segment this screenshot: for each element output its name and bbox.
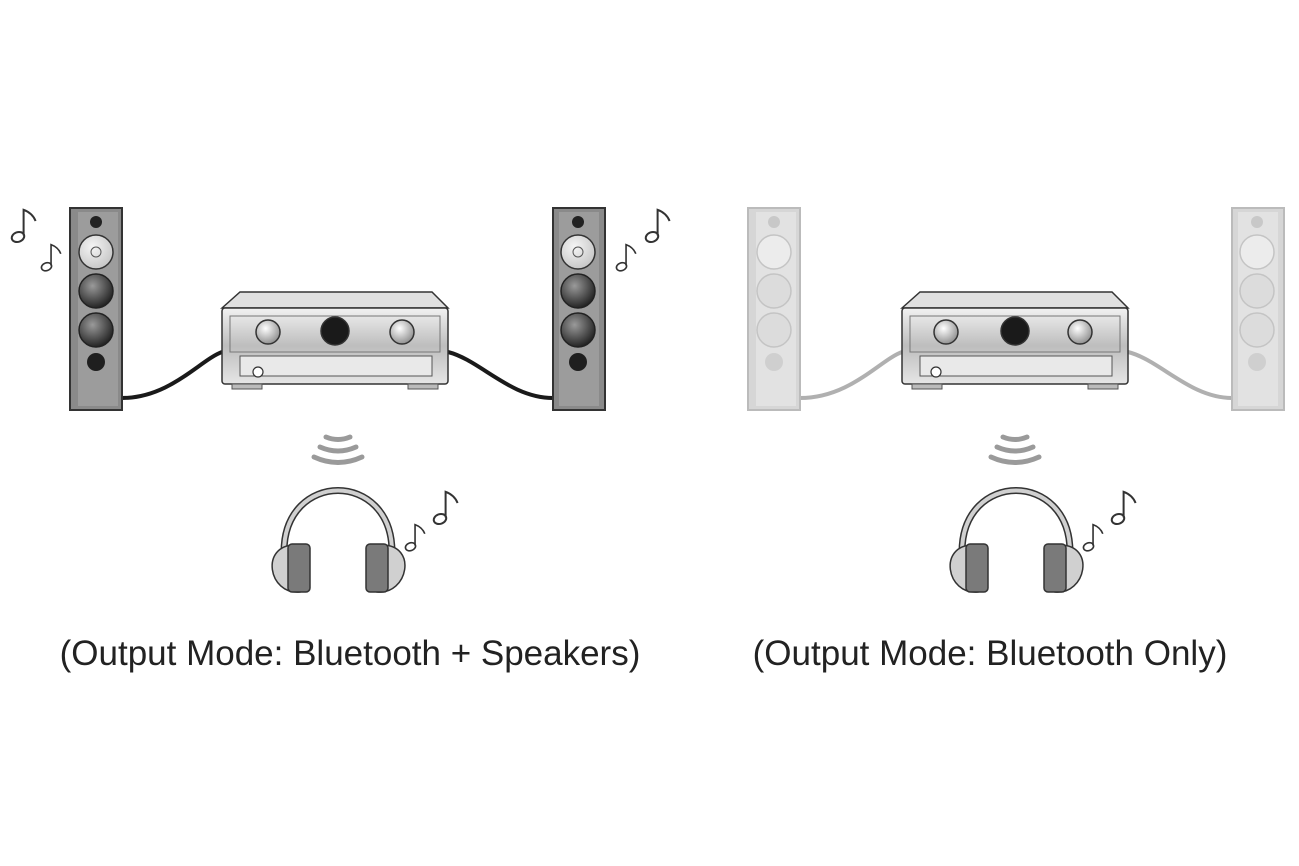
speaker-cable-left — [121, 350, 223, 400]
wireless-signal-icon — [988, 434, 1042, 465]
speaker-cable-right — [1127, 350, 1233, 400]
caption-bluetooth-only: (Output Mode: Bluetooth Only) — [752, 634, 1228, 673]
av-receiver — [220, 291, 450, 390]
caption-bluetooth-plus-speakers: (Output Mode: Bluetooth + Speakers) — [59, 634, 641, 673]
tower-speaker-left — [747, 207, 801, 411]
music-note-icon — [404, 523, 426, 554]
music-note-icon — [10, 208, 37, 245]
music-note-icon — [40, 243, 62, 274]
tower-speaker-right — [552, 207, 606, 411]
headphones-icon — [949, 487, 1084, 593]
av-receiver — [900, 291, 1130, 390]
speaker-cable-right — [447, 350, 554, 400]
wireless-signal-icon — [311, 434, 365, 465]
music-note-icon — [644, 208, 671, 245]
music-note-icon — [1082, 523, 1104, 554]
tower-speaker-right — [1231, 207, 1285, 411]
music-note-icon — [432, 490, 459, 527]
tower-speaker-left — [69, 207, 123, 411]
panel-bluetooth-plus-speakers — [10, 207, 671, 593]
panel-bluetooth-only — [747, 207, 1285, 593]
headphones-icon — [271, 487, 406, 593]
music-note-icon — [1110, 490, 1137, 527]
music-note-icon — [615, 243, 637, 274]
speaker-cable-left — [799, 350, 903, 400]
